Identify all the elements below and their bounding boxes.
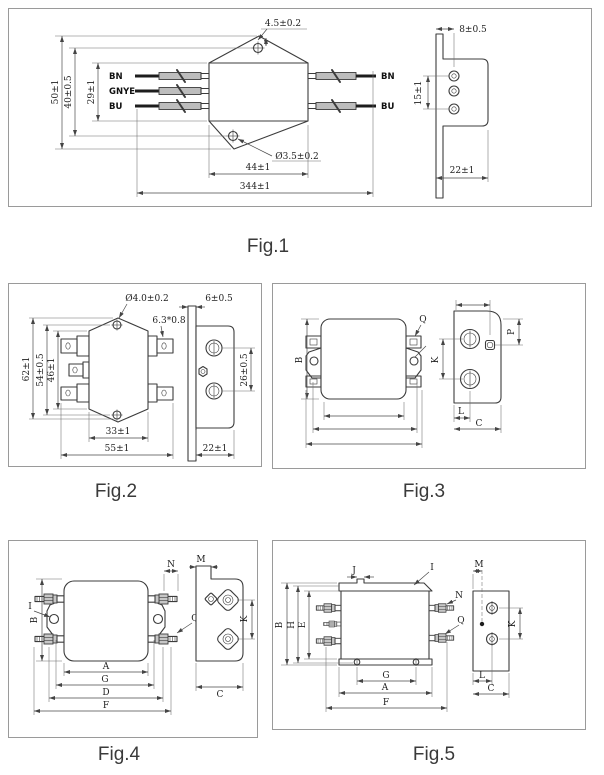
fig2-side-view: 6±0.5 26±0.5 22±1 bbox=[179, 294, 255, 462]
fig5-side-view: M K L C bbox=[472, 560, 523, 698]
fig1-drawing: BN GNYE BU BN BU 50±1 40±0.5 29±1 4.5±0.… bbox=[51, 19, 489, 199]
dim-w-flange: G bbox=[101, 675, 108, 685]
fig4-dimensions: I B N Q A G D F bbox=[28, 560, 199, 715]
dim-height: B bbox=[30, 616, 40, 623]
dim-height: B bbox=[295, 356, 305, 363]
dim-side-width: 22±1 bbox=[203, 444, 228, 454]
dim-side-width: C bbox=[217, 690, 224, 700]
dim-overall-height: B bbox=[275, 621, 285, 628]
wire-label-bn-left: BN bbox=[109, 72, 123, 82]
dim-body-width: 33±1 bbox=[106, 427, 131, 437]
fig5-drawing: J I B H E N Q G A F M K bbox=[275, 560, 523, 712]
fig5-caption: Fig.5 bbox=[412, 744, 456, 765]
dim-overall-height: 62±1 bbox=[22, 357, 32, 382]
fig3-caption: Fig.3 bbox=[402, 481, 446, 502]
dim-stud-top: N bbox=[455, 591, 463, 601]
dim-hole-top: 4.5±0.2 bbox=[265, 19, 301, 29]
dim-w-holes: G bbox=[382, 671, 389, 681]
dim-w-overall: F bbox=[383, 698, 389, 708]
dim-screw-spacing: 26±0.5 bbox=[240, 353, 250, 387]
dim-screw-inset: L bbox=[458, 407, 464, 417]
fig3-panel: B Q P K L C bbox=[272, 283, 586, 469]
fig5-front-view bbox=[315, 578, 455, 666]
fig2-front-view bbox=[60, 317, 174, 423]
fig1-caption: Fig.1 bbox=[246, 236, 290, 257]
dim-screw-spacing: K bbox=[508, 620, 518, 627]
fig5-dimensions: J I B H E N Q G A F bbox=[275, 563, 465, 712]
fig1-dimensions: 50±1 40±0.5 29±1 4.5±0.2 Ø3.5±0.2 44±1 3… bbox=[51, 19, 374, 197]
dim-w-body: A bbox=[102, 662, 110, 672]
fig4-panel: I B N Q A G D F M K C bbox=[8, 540, 258, 738]
dim-overall-length: 344±1 bbox=[240, 182, 270, 192]
fig1-front-view bbox=[208, 35, 309, 150]
fig1-panel: BN GNYE BU BN BU 50±1 40±0.5 29±1 4.5±0.… bbox=[8, 8, 592, 207]
wire-label-bu-right: BU bbox=[381, 102, 394, 112]
dim-tab-size: 6.3*0.8 bbox=[152, 316, 185, 326]
fig2-drawing: Ø4.0±0.2 6.3*0.8 62±1 54±0.5 46±1 33±1 5… bbox=[22, 293, 255, 462]
fig1-side-view: 8±0.5 15±1 22±1 bbox=[414, 25, 489, 199]
dim-body-width: 44±1 bbox=[246, 163, 271, 173]
dim-terminal-spacing: K bbox=[240, 615, 250, 622]
dim-stud-top: N bbox=[167, 560, 175, 570]
fig5-panel: J I B H E N Q G A F M K bbox=[272, 540, 586, 730]
fig2-panel: Ø4.0±0.2 6.3*0.8 62±1 54±0.5 46±1 33±1 5… bbox=[8, 283, 262, 467]
wire-label-bu-left: BU bbox=[109, 102, 122, 112]
wire-label-gnye-left: GNYE bbox=[109, 87, 135, 97]
dim-side-width: C bbox=[488, 684, 495, 694]
dim-terminal: Q bbox=[419, 315, 426, 325]
fig3-front-view bbox=[305, 318, 422, 400]
fig4-front-view bbox=[34, 580, 178, 662]
wire-label-bn-right: BN bbox=[381, 72, 395, 82]
dim-mount-hole: I bbox=[28, 602, 32, 612]
dim-overall-width: 55±1 bbox=[105, 444, 130, 454]
dim-tab-width: J bbox=[351, 566, 356, 576]
dim-bracket-top: 8±0.5 bbox=[459, 25, 487, 35]
dim-hole-top: Ø4.0±0.2 bbox=[125, 293, 169, 304]
fig4-caption: Fig.4 bbox=[97, 744, 141, 765]
dim-w-overall: F bbox=[103, 701, 109, 711]
dim-body-height: 46±1 bbox=[47, 358, 57, 383]
dim-step: M bbox=[196, 555, 205, 565]
dim-overall-height: 50±1 bbox=[51, 80, 61, 105]
dim-screw-spacing: K bbox=[431, 356, 441, 363]
dim-mount-hole: I bbox=[430, 563, 434, 573]
fig3-drawing: B Q P K L C bbox=[295, 300, 523, 448]
dim-w-body: A bbox=[381, 683, 389, 693]
dim-bracket-width: 22±1 bbox=[450, 166, 475, 176]
dim-w-studs: D bbox=[102, 688, 109, 698]
fig4-side-view: M K C bbox=[189, 555, 255, 700]
fig2-dimensions: Ø4.0±0.2 6.3*0.8 62±1 54±0.5 46±1 33±1 5… bbox=[22, 293, 186, 459]
dim-side-width: C bbox=[476, 419, 483, 429]
fig4-drawing: I B N Q A G D F M K C bbox=[28, 555, 255, 715]
dim-stud-bottom: Q bbox=[191, 614, 198, 624]
dim-step: M bbox=[474, 560, 483, 570]
dim-hole-span: 40±0.5 bbox=[64, 75, 74, 109]
fig3-dimensions: B Q bbox=[295, 315, 427, 448]
dim-stud-bottom: Q bbox=[457, 616, 464, 626]
dim-hole-span: 54±0.5 bbox=[36, 353, 46, 387]
dim-screw-inset: L bbox=[479, 671, 485, 681]
fig2-caption: Fig.2 bbox=[94, 481, 138, 502]
dim-body-height: E bbox=[298, 622, 308, 629]
dim-hole-bottom: Ø3.5±0.2 bbox=[275, 151, 319, 162]
fig1-wires: BN GNYE BU BN BU bbox=[109, 69, 395, 113]
dim-nut-offset: P bbox=[507, 329, 517, 335]
dim-body-height: 29±1 bbox=[87, 80, 97, 105]
fig3-side-view: P K L C bbox=[431, 300, 523, 433]
dim-terminal-spacing: 15±1 bbox=[414, 81, 424, 106]
dim-hole-height: H bbox=[287, 621, 297, 629]
dim-flange-thickness: 6±0.5 bbox=[205, 294, 233, 304]
